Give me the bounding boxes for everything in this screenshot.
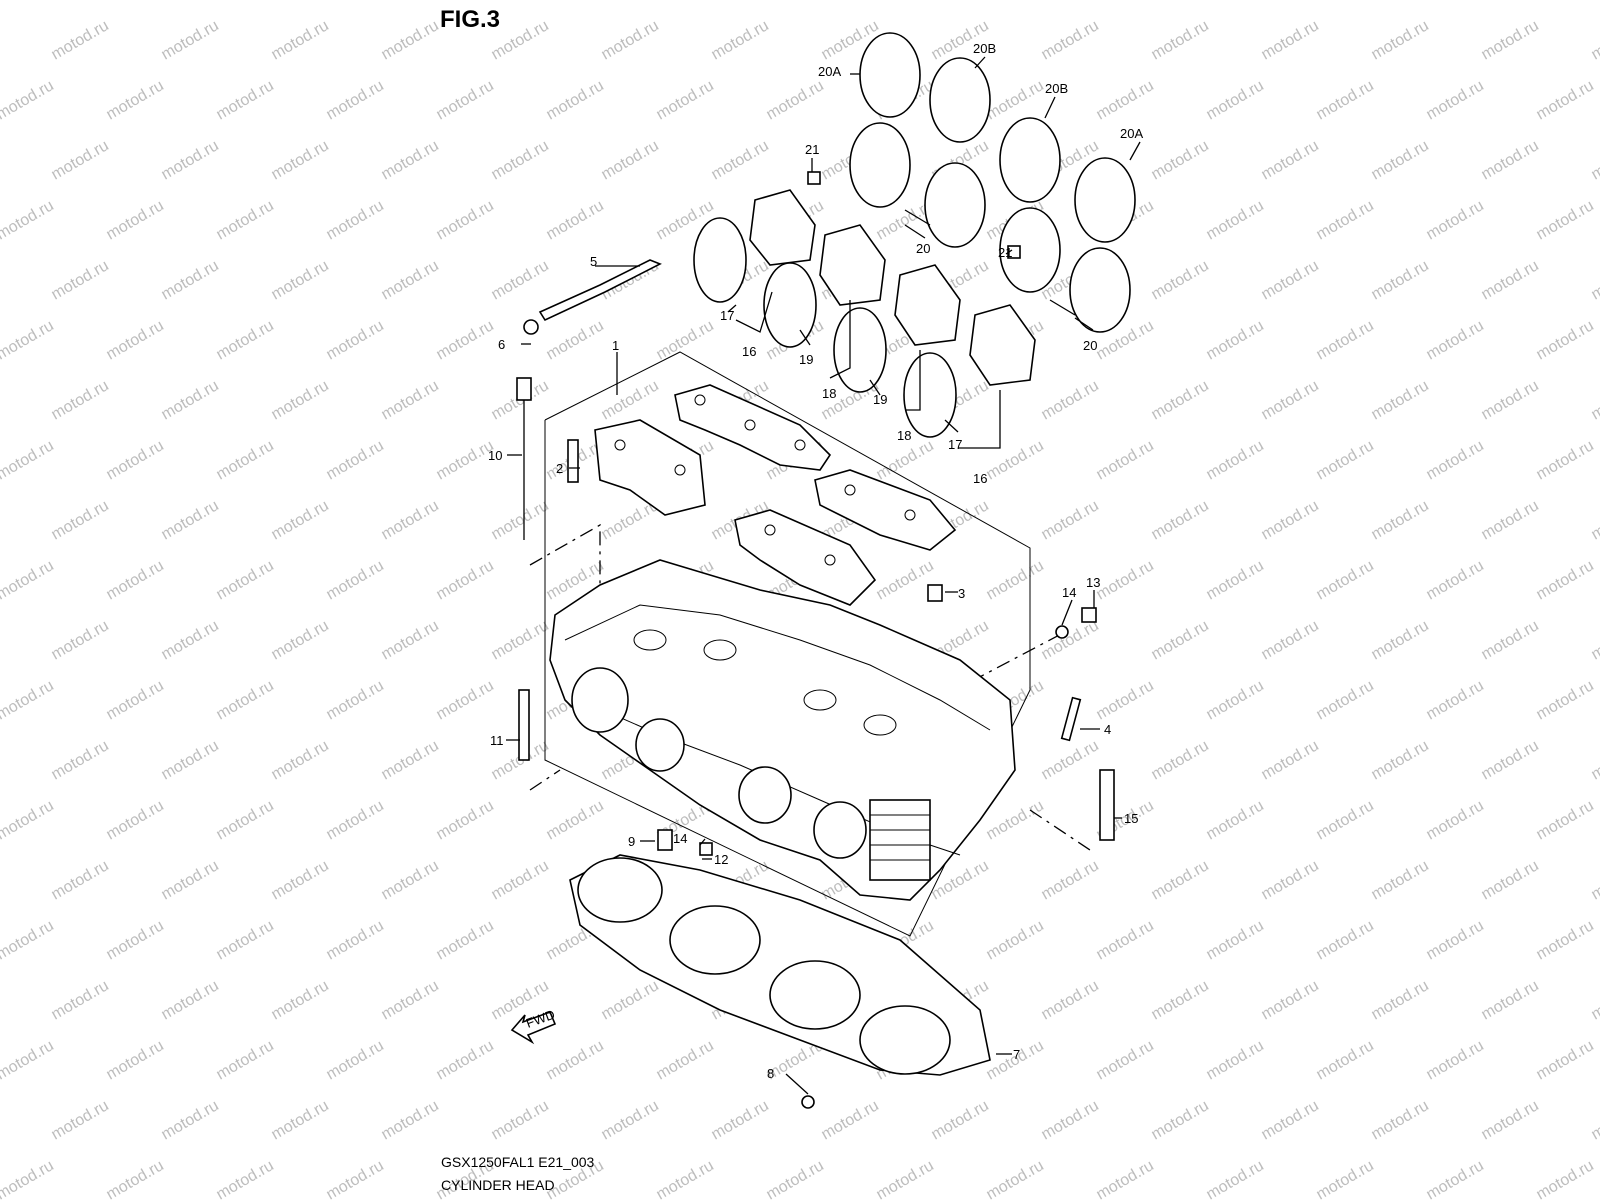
callout-label: 6 [498,337,505,352]
callout-label: 17 [720,308,734,323]
callout-label: 20 [916,241,930,256]
callout-label: 3 [958,586,965,601]
callout-label: 12 [714,852,728,867]
callout-label: 2 [556,461,563,476]
intake-pipes [693,189,1036,438]
callout-label: 16 [742,344,756,359]
callout-label: 21 [998,245,1012,260]
callout-labels: 1 2 3 4 5 6 7 8 9 10 11 12 13 14 14 15 1… [488,41,1143,1081]
figure-title: FIG.3 [440,6,501,33]
callout-label: 17 [948,437,962,452]
callout-label: 20B [1045,81,1068,96]
callout-label: 18 [822,386,836,401]
callout-label: 15 [1124,811,1138,826]
callout-label: 20B [973,41,996,56]
callout-label: 21 [805,142,819,157]
callout-label: 16 [973,471,987,486]
forward-arrow: FWD [510,1007,557,1045]
callout-label: 19 [799,352,813,367]
callout-label: 14 [673,831,687,846]
camshaft-holders [594,384,957,606]
callout-label: 11 [490,733,504,748]
callout-label: 9 [628,834,635,849]
callout-label: 19 [873,392,887,407]
callout-label: 20A [1120,126,1143,141]
callout-label: 8 [767,1066,774,1081]
callout-label: 7 [1013,1047,1020,1062]
callout-label: 20A [818,64,841,79]
callout-label: 4 [1104,722,1111,737]
callout-label: 18 [897,428,911,443]
callout-label: 10 [488,448,502,463]
leader-lines [506,56,1141,1095]
clamps [849,32,1136,333]
head-gasket [569,854,991,1076]
model-code: GSX1250FAL1 E21_003 [441,1154,595,1170]
callout-label: 1 [612,338,619,353]
fasteners [516,171,1115,1109]
callout-label: 5 [590,254,597,269]
callout-label: 20 [1083,338,1097,353]
callout-label: 13 [1086,575,1100,590]
diagram-caption: CYLINDER HEAD [441,1177,555,1193]
callout-label: 14 [1062,585,1076,600]
cylinder-head [549,559,1016,901]
